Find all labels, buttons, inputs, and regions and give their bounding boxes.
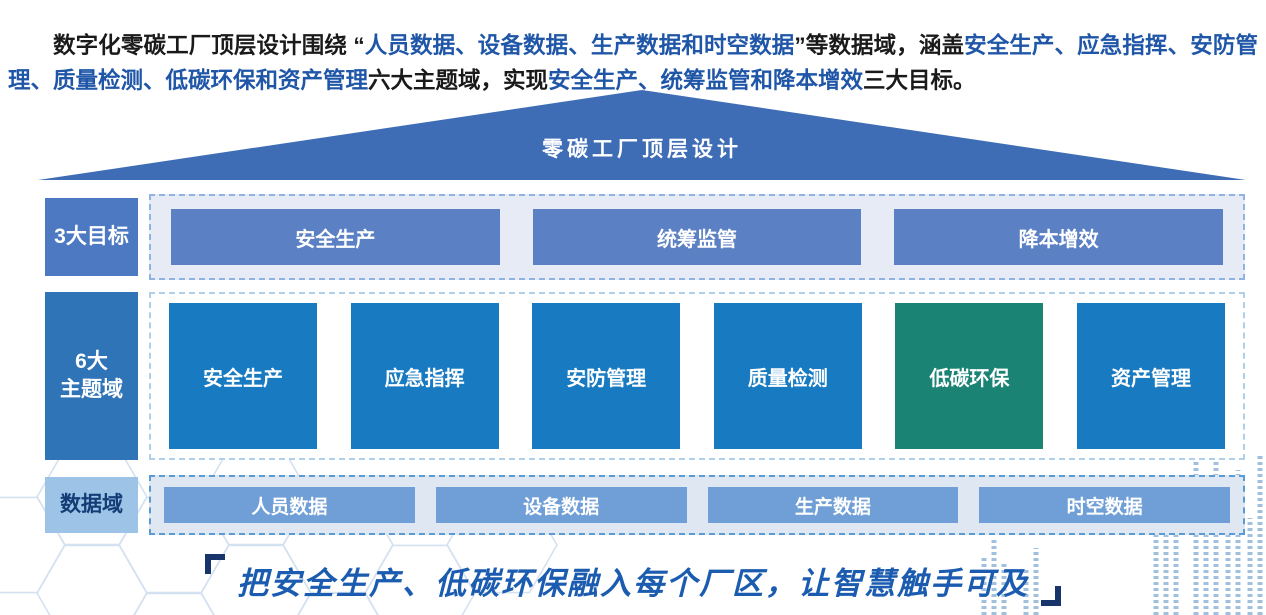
data-box-spacetime: 时空数据 <box>979 487 1230 523</box>
goals-row-label: 3大目标 <box>45 198 138 276</box>
goal-box-safety-production: 安全生产 <box>171 209 500 265</box>
data-box-personnel: 人员数据 <box>164 487 415 523</box>
goal-box-coordinated-supervision: 统筹监管 <box>532 209 862 265</box>
theme-box-security-management: 安防管理 <box>532 303 681 449</box>
footer-slogan: 把安全生产、低碳环保融入每个厂区，让智慧触手可及 <box>237 565 1029 601</box>
data-box-equipment: 设备数据 <box>435 487 687 523</box>
themes-row-label: 6大 主题域 <box>45 292 138 460</box>
data-row-label: 数据域 <box>45 477 138 533</box>
roof-title: 零碳工厂顶层设计 <box>542 138 742 161</box>
theme-box-low-carbon: 低碳环保 <box>895 303 1044 449</box>
goals-row: 安全生产 统筹监管 降本增效 <box>149 194 1245 280</box>
data-box-production: 生产数据 <box>707 487 959 523</box>
intro-paragraph: 数字化零碳工厂顶层设计围绕 “人员数据、设备数据、生产数据和时空数据”等数据域，… <box>8 32 1258 93</box>
theme-box-asset-management: 资产管理 <box>1076 303 1225 449</box>
quote-bracket-close-icon <box>1041 586 1061 606</box>
roof-triangle: 零碳工厂顶层设计 <box>38 90 1246 180</box>
themes-row: 安全生产 应急指挥 安防管理 质量检测 低碳环保 资产管理 <box>149 292 1245 460</box>
theme-box-quality-inspection: 质量检测 <box>713 303 862 449</box>
footer-slogan-wrap: 把安全生产、低碳环保融入每个厂区，让智慧触手可及 <box>0 552 1266 608</box>
quote-bracket-open-icon <box>205 554 225 574</box>
data-row: 人员数据 设备数据 生产数据 时空数据 <box>149 475 1245 535</box>
goal-box-cost-reduction: 降本增效 <box>894 209 1224 265</box>
theme-box-safety-production: 安全生产 <box>169 303 317 449</box>
theme-box-emergency-command: 应急指挥 <box>350 303 499 449</box>
